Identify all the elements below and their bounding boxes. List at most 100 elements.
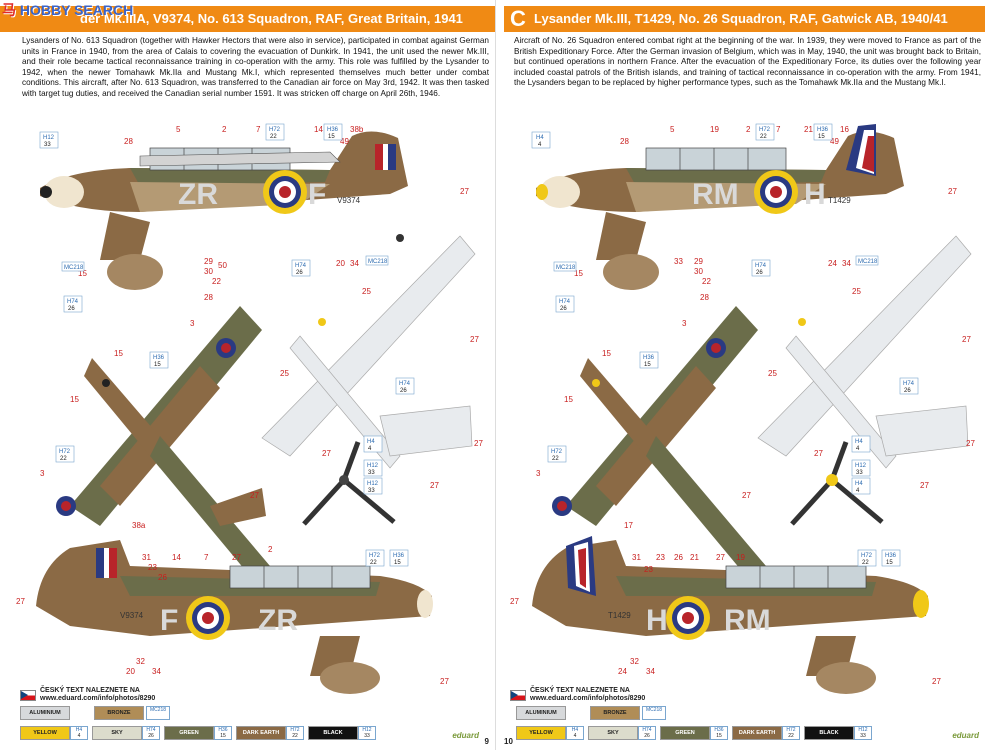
- swatch-yellow: YELLOW: [20, 726, 70, 740]
- r-code-h4-num: 4: [538, 142, 542, 148]
- callout-27b: 27: [470, 335, 479, 344]
- callout-20: 20: [336, 259, 345, 268]
- left-lower-code: ZR: [258, 604, 298, 637]
- r-code-h36c-num: 15: [886, 560, 893, 566]
- r-code-h72b: H72: [551, 449, 563, 455]
- r-callout-27i: 27: [932, 677, 941, 686]
- r-callout-22: 22: [702, 277, 711, 286]
- left-lower-serial: V9374: [120, 611, 144, 620]
- r-code-h36: H36: [817, 127, 829, 133]
- code-h12-num: 33: [44, 142, 51, 148]
- r-code-h36-num: 15: [818, 134, 825, 140]
- left-page-title: der Mk.IIIA, V9374, No. 613 Squadron, RA…: [80, 11, 463, 26]
- callout-27g: 27: [232, 553, 241, 562]
- callout-27d: 27: [322, 449, 331, 458]
- callout-38a: 38a: [132, 521, 146, 530]
- swatch-h36-n: 15: [220, 733, 226, 739]
- r-callout-19b: 19: [736, 553, 745, 562]
- right-cz-link[interactable]: www.eduard.com/info/photos/8290: [530, 695, 646, 703]
- callout-26: 26: [158, 573, 167, 582]
- code-h72-num: 22: [270, 134, 277, 140]
- left-side-letter: F: [308, 178, 326, 211]
- r-code-h74c-num: 26: [904, 388, 911, 394]
- r-swatch-yellow: YELLOW: [516, 726, 566, 740]
- r-callout-32: 32: [630, 657, 639, 666]
- right-profile-letter: C: [510, 6, 526, 31]
- right-side-letter: H: [804, 178, 826, 211]
- left-brand-logo: eduard: [452, 731, 479, 740]
- r-code-h4c-num: 4: [856, 488, 860, 494]
- left-cz-link[interactable]: www.eduard.com/info/photos/8290: [40, 695, 156, 703]
- right-side-code: RM: [692, 178, 739, 211]
- r-callout-3b: 3: [536, 469, 541, 478]
- swatch-h72-n: 22: [292, 733, 298, 739]
- r-callout-29: 29: [694, 257, 703, 266]
- r-code-h36c: H36: [885, 553, 897, 559]
- swatch-mc218-code: MC218: [146, 706, 170, 720]
- right-side-profile: RM H T1429: [536, 124, 904, 290]
- swatch-aluminium: ALUMINIUM: [20, 706, 70, 720]
- r-code-h36b: H36: [643, 355, 655, 361]
- code-h74: H74: [295, 263, 307, 269]
- r-code-mc218: MC218: [556, 265, 576, 271]
- callout-15b: 15: [114, 349, 123, 358]
- r-code-h74c: H74: [903, 381, 915, 387]
- r-code-h72c-num: 22: [862, 560, 869, 566]
- r-callout-7: 7: [776, 125, 781, 134]
- r-swatch-h72-n: 22: [788, 733, 794, 739]
- right-lower-letter: H: [646, 604, 668, 637]
- code-h72: H72: [269, 127, 281, 133]
- czech-flag-icon: [20, 690, 36, 701]
- right-callouts: 5 19 2 7 21 16 49 28 27 33 29 30 22 24 3…: [510, 125, 975, 686]
- r-callout-25b: 25: [768, 369, 777, 378]
- code-h36c: H36: [393, 553, 405, 559]
- r-callout-17: 17: [624, 521, 633, 530]
- callout-2: 2: [222, 125, 227, 134]
- left-callouts: 5 2 7 14 38b 49 28 27 29 30 50 22 20 34 …: [16, 125, 483, 686]
- swatch-sky: SKY: [92, 726, 142, 740]
- callout-27i: 27: [440, 677, 449, 686]
- r-callout-24b: 24: [618, 667, 627, 676]
- r-callout-27e: 27: [742, 491, 751, 500]
- swatch-h72-t: H72: [290, 727, 300, 733]
- r-code-h12-num: 33: [856, 470, 863, 476]
- right-aircraft-views: RM H T1429: [510, 123, 975, 694]
- callout-15: 15: [78, 269, 87, 278]
- left-header-bar: der Mk.IIIA, V9374, No. 613 Squadron, RA…: [0, 6, 495, 32]
- r-callout-31: 31: [632, 553, 641, 562]
- right-cz-note: ČESKÝ TEXT NALEZNETE NA www.eduard.com/i…: [530, 687, 645, 705]
- code-h74c: H74: [399, 381, 411, 387]
- right-page-number: 10: [504, 737, 513, 746]
- r-callout-19: 19: [710, 125, 719, 134]
- swatch-h12-t: H12: [362, 727, 372, 733]
- r-swatch-h74-n: 26: [644, 733, 650, 739]
- r-code-h74b-num: 26: [560, 306, 567, 312]
- watermark: 马 HOBBY SEARCH: [2, 0, 133, 20]
- r-callout-15b: 15: [602, 349, 611, 358]
- swatch-h74-t: H74: [146, 727, 156, 733]
- left-page-number: 9: [484, 737, 489, 746]
- code-h12b-num: 33: [368, 470, 375, 476]
- left-aircraft-views: ZR F V9374: [16, 123, 483, 694]
- swatch-h12-n: 33: [364, 733, 370, 739]
- callout-2b: 2: [268, 545, 273, 554]
- r-callout-27d: 27: [814, 449, 823, 458]
- left-underside-view: [261, 235, 476, 469]
- left-page: der Mk.IIIA, V9374, No. 613 Squadron, RA…: [0, 6, 495, 746]
- callout-7: 7: [256, 125, 261, 134]
- right-brand-logo: eduard: [952, 731, 979, 740]
- right-lower-profile: H RM T1429: [532, 536, 929, 694]
- callout-34b: 34: [152, 667, 161, 676]
- r-swatch-h36-t: H36: [714, 727, 724, 733]
- r-callout-28: 28: [620, 137, 629, 146]
- r-callout-28b: 28: [700, 293, 709, 302]
- callout-34: 34: [350, 259, 359, 268]
- code-h4-num: 4: [368, 446, 372, 452]
- r-code-h4: H4: [536, 135, 544, 141]
- r-swatch-green: GREEN: [660, 726, 710, 740]
- code-h36: H36: [327, 127, 339, 133]
- code-h36c-num: 15: [394, 560, 401, 566]
